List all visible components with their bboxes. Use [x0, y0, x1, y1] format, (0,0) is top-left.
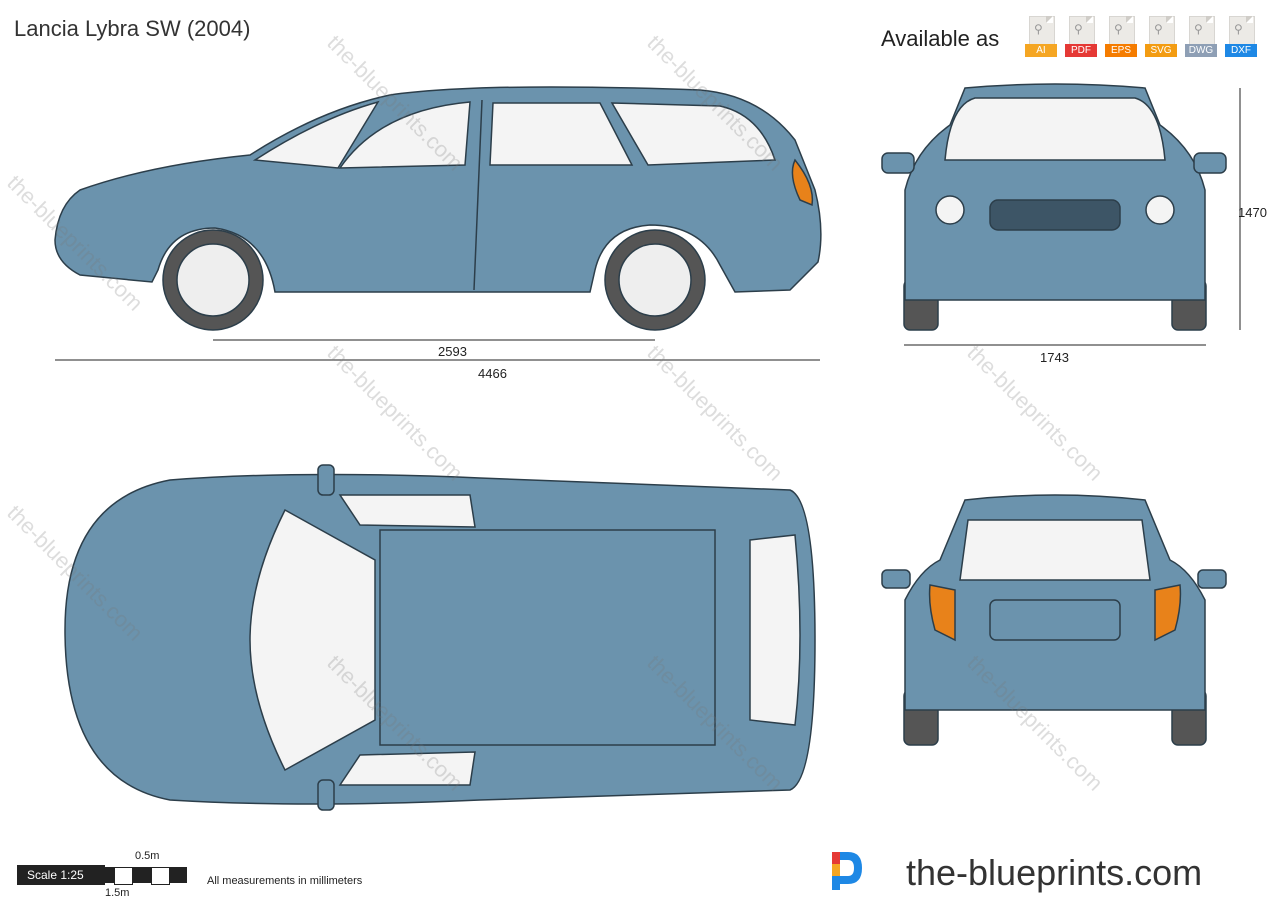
front-mirror-right [1193, 152, 1227, 174]
format-eps-badge: EPS [1105, 44, 1137, 57]
top-view [64, 464, 816, 811]
side-windshield [252, 100, 380, 169]
scale-bottom-mark: 1.5m [105, 887, 130, 899]
format-dwg-icon[interactable]: ⚲DWG [1185, 16, 1217, 58]
side-window-rear [610, 102, 777, 166]
side-wheel-front-rim [176, 243, 250, 317]
dim-height-label: 1470 [1238, 205, 1267, 220]
format-svg-icon[interactable]: ⚲SVG [1145, 16, 1177, 58]
format-ai-badge: AI [1025, 44, 1057, 57]
side-door-line [473, 99, 483, 291]
front-grille [989, 199, 1121, 231]
format-pdf-icon[interactable]: ⚲PDF [1065, 16, 1097, 58]
format-dxf-icon[interactable]: ⚲DXF [1225, 16, 1257, 58]
rear-window [959, 519, 1151, 581]
format-eps-icon[interactable]: ⚲EPS [1105, 16, 1137, 58]
dim-length-label: 4466 [478, 366, 507, 381]
rear-plate-area [989, 599, 1121, 641]
side-taillight [791, 158, 814, 207]
front-headlight-left [935, 195, 965, 225]
top-window-right [338, 751, 476, 786]
side-view [54, 86, 822, 331]
front-view [881, 83, 1227, 331]
top-rear-window [749, 534, 801, 726]
scale-bar [97, 867, 188, 885]
side-window-front [338, 101, 471, 169]
side-wheel-rear-rim [618, 243, 692, 317]
format-dxf-badge: DXF [1225, 44, 1257, 57]
rear-mirror-right [1197, 569, 1227, 589]
format-svg-badge: SVG [1145, 44, 1177, 57]
rear-light-left [928, 584, 956, 642]
rear-light-right [1154, 584, 1182, 642]
scale-top-mark: 0.5m [135, 850, 160, 862]
page-title: Lancia Lybra SW (2004) [14, 16, 251, 41]
measurement-note: All measurements in millimeters [207, 875, 363, 887]
side-body [54, 86, 822, 293]
top-mirror-right [317, 779, 335, 811]
brand-name[interactable]: the-blueprints.com [906, 852, 1203, 893]
dim-width-label: 1743 [1040, 350, 1069, 365]
top-roof [379, 529, 716, 746]
dim-wheelbase-label: 2593 [438, 344, 467, 359]
rear-mirror-left [881, 569, 911, 589]
scale-label: Scale 1:25 [17, 865, 105, 885]
top-windshield [249, 508, 376, 772]
front-headlight-right [1145, 195, 1175, 225]
front-windshield [944, 97, 1166, 161]
format-ai-icon[interactable]: ⚲AI [1025, 16, 1057, 58]
side-window-middle [489, 102, 634, 166]
top-mirror-left [317, 464, 335, 496]
format-dwg-badge: DWG [1185, 44, 1217, 57]
available-as-label: Available as [881, 26, 1000, 51]
format-list: ⚲AI ⚲PDF ⚲EPS ⚲SVG ⚲DWG ⚲DXF [1025, 16, 1257, 58]
top-window-left [338, 494, 476, 528]
front-mirror-left [881, 152, 915, 174]
brand-logo-icon [832, 852, 862, 890]
format-pdf-badge: PDF [1065, 44, 1097, 57]
rear-view [881, 494, 1227, 746]
